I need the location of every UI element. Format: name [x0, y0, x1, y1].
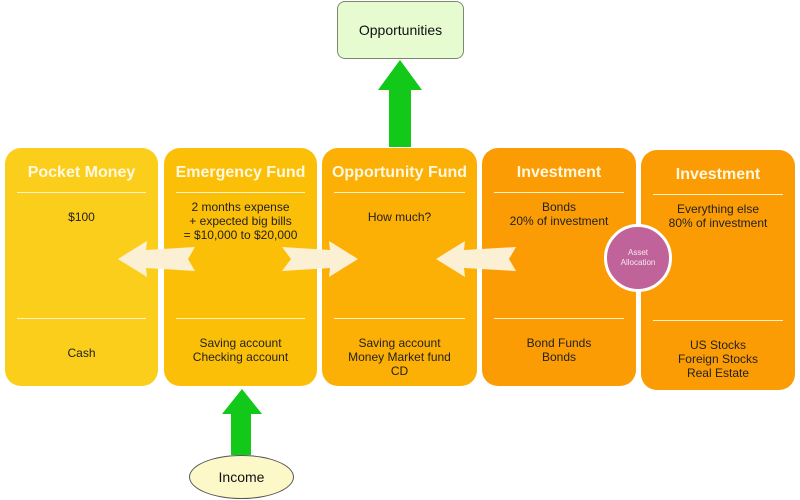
arrow-from-income	[222, 389, 262, 455]
column-amount: 2 months expense + expected big bills = …	[183, 200, 298, 242]
column-title: Pocket Money	[27, 164, 136, 181]
divider	[494, 318, 624, 319]
divider	[176, 192, 305, 193]
column-where: US Stocks Foreign Stocks Real Estate	[677, 338, 759, 380]
column-amount: Bonds 20% of investment	[509, 200, 609, 228]
column-title: Investment	[516, 164, 602, 181]
income-node: Income	[189, 455, 294, 499]
arrow-to-opportunities	[378, 60, 422, 147]
column-where: Cash	[67, 346, 96, 360]
column-title: Emergency Fund	[175, 164, 306, 181]
column-where: Saving account Checking account	[192, 336, 289, 364]
opportunities-node: Opportunities	[337, 1, 464, 59]
column-title: Investment	[675, 166, 761, 183]
column-amount: $100	[68, 210, 95, 224]
column-amount: How much?	[367, 210, 432, 224]
divider	[17, 318, 146, 319]
divider	[334, 192, 465, 193]
divider	[176, 318, 305, 319]
divider	[653, 194, 783, 195]
column-opportunity-fund: Opportunity Fund How much? Saving accoun…	[322, 148, 477, 386]
asset-allocation-badge: Asset Allocation	[604, 224, 672, 292]
divider	[17, 192, 146, 193]
column-where: Bond Funds Bonds	[526, 336, 592, 364]
column-where: Saving account Money Market fund CD	[348, 336, 451, 378]
divider	[494, 192, 624, 193]
column-emergency-fund: Emergency Fund 2 months expense + expect…	[164, 148, 317, 386]
column-pocket-money: Pocket Money $100 Cash	[5, 148, 158, 386]
divider	[334, 318, 465, 319]
column-amount: Everything else 80% of investment	[668, 202, 768, 230]
column-title: Opportunity Fund	[331, 164, 468, 181]
divider	[653, 320, 783, 321]
